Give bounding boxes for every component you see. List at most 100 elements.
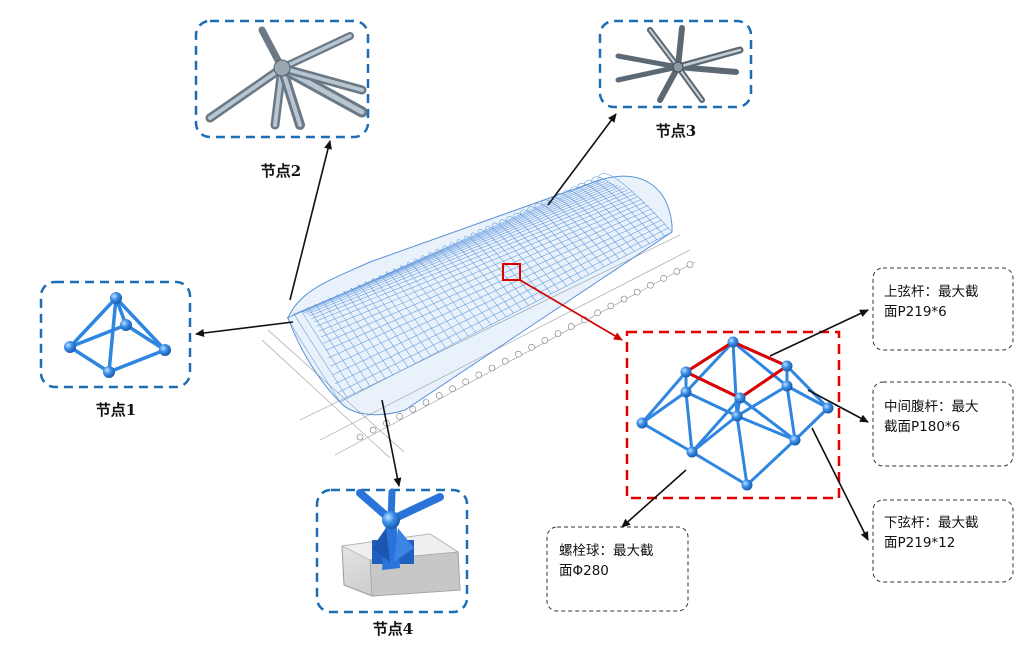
bolt-ball-note: 螺栓球：最大截 面Φ280 — [559, 543, 654, 579]
vault-longitudinal-line — [323, 205, 649, 344]
detail-callout — [625, 330, 841, 500]
vault-arch-line — [364, 281, 424, 360]
axis-tick-marker — [647, 281, 654, 289]
axis-tick-marker — [607, 302, 615, 310]
vault-longitudinal-line — [299, 183, 615, 313]
pyramid-joint-icon — [64, 292, 171, 378]
vault-arch-line — [485, 226, 552, 294]
axis-tick-marker — [541, 337, 549, 344]
vault-longitudinal-line — [311, 191, 632, 319]
vault-arch-line — [414, 258, 477, 333]
vault-arch-line — [400, 265, 461, 341]
vault-arch-line — [386, 271, 446, 349]
vault-arch-line — [407, 261, 469, 337]
vault-arch-line — [541, 199, 612, 264]
axis-tick-marker — [409, 406, 417, 413]
vault-arch-line — [456, 239, 522, 310]
web-note: 中间腹杆：最大 截面P180*6 — [884, 399, 979, 435]
node4-label: 节点4 — [372, 620, 414, 638]
vault-arch-line — [506, 216, 575, 283]
vault-arch-line — [371, 278, 431, 356]
node4-callout — [315, 488, 469, 614]
vault-arch-line — [569, 186, 643, 248]
axis-tick-marker — [356, 433, 364, 441]
vault-arch-line — [308, 307, 363, 391]
web-note-box — [872, 381, 1014, 467]
vault-arch-line — [583, 179, 658, 240]
node2-label: 节点2 — [260, 162, 302, 180]
vault-arch-line — [548, 196, 620, 260]
vault-arch-line — [576, 183, 650, 244]
axis-tick-marker — [567, 323, 575, 330]
node1-frame — [39, 280, 192, 389]
axis-tick-marker — [449, 385, 456, 393]
vault-arch-line — [393, 268, 454, 345]
vault-arch-line — [590, 176, 665, 237]
main-vault-structure — [261, 173, 696, 459]
vault-arch-line — [435, 248, 499, 322]
vault-arch-line — [513, 212, 582, 279]
vault-arch-line — [301, 310, 356, 395]
axis-tick-marker — [501, 357, 509, 365]
vault-longitudinal-line — [313, 193, 636, 323]
bolt-ball-note-box — [546, 526, 689, 612]
axis-tick-marker — [673, 268, 681, 275]
arrow-to-detail — [519, 279, 623, 341]
vault-longitudinal-line — [320, 201, 646, 338]
multi-member-joint-icon — [205, 26, 368, 130]
top-chord-note: 上弦杆：最大截 面P219*6 — [884, 284, 979, 320]
vault-arch-line — [597, 173, 673, 233]
vault-arch-line — [527, 206, 597, 271]
axis-tick-marker — [686, 261, 694, 268]
vault-arch-line — [520, 209, 590, 275]
node2-callout — [194, 19, 370, 139]
bottom-chord-note-box — [872, 499, 1014, 583]
axis-tick-marker — [396, 412, 403, 420]
vault-arch-line — [293, 313, 348, 399]
multi-member-joint-icon — [615, 25, 744, 103]
vault-arch-line — [449, 242, 514, 314]
vault-longitudinal-line — [304, 186, 622, 314]
arrow-to-web-note — [807, 389, 869, 423]
arrow-to-bolt-ball-note — [621, 469, 687, 528]
vault-arch-line — [315, 303, 371, 387]
arrow-to-node1 — [195, 321, 294, 337]
axis-tick-marker — [435, 392, 443, 399]
arrow-to-bottom-chord-note — [811, 427, 869, 541]
top-chord-note-box — [872, 267, 1014, 351]
vault-arch-line — [470, 232, 537, 302]
vault-arch-line — [477, 229, 544, 298]
selected-region-box — [502, 263, 521, 281]
axis-tick-marker — [528, 343, 535, 351]
base-support-icon — [340, 488, 461, 597]
axis-tick-marker — [660, 274, 667, 282]
node1-callout — [39, 280, 192, 389]
axis-tick-marker — [422, 399, 430, 406]
vault-longitudinal-line — [337, 227, 669, 394]
vault-longitudinal-line — [294, 181, 609, 314]
vault-arch-line — [343, 291, 401, 372]
vault-longitudinal-line — [335, 223, 666, 384]
vault-arch-line — [492, 222, 560, 291]
bottom-chord-note: 下弦杆：最大截 面P219*12 — [884, 515, 979, 551]
vault-longitudinal-line — [318, 198, 642, 332]
vault-arch-line — [421, 255, 484, 329]
vault-longitudinal-line — [332, 219, 663, 376]
vault-longitudinal-line — [297, 182, 612, 313]
axis-tick-marker — [515, 350, 522, 358]
vault-arch-line — [357, 284, 416, 364]
vault-longitudinal-line — [309, 189, 629, 317]
vault-arch-line — [329, 297, 386, 379]
axis-tick-marker — [488, 364, 496, 372]
axis-tick-marker — [620, 295, 628, 303]
node1-label: 节点1 — [95, 401, 137, 419]
arrow-to-node3 — [547, 113, 617, 206]
vault-arch-line — [286, 316, 341, 403]
vault-arch-line — [562, 189, 635, 252]
vault-arch-line — [499, 219, 567, 287]
vault-arch-line — [442, 245, 507, 318]
axis-tick-marker — [633, 288, 641, 296]
vault-arch-line — [534, 203, 605, 267]
vault-arch-line — [379, 275, 439, 352]
